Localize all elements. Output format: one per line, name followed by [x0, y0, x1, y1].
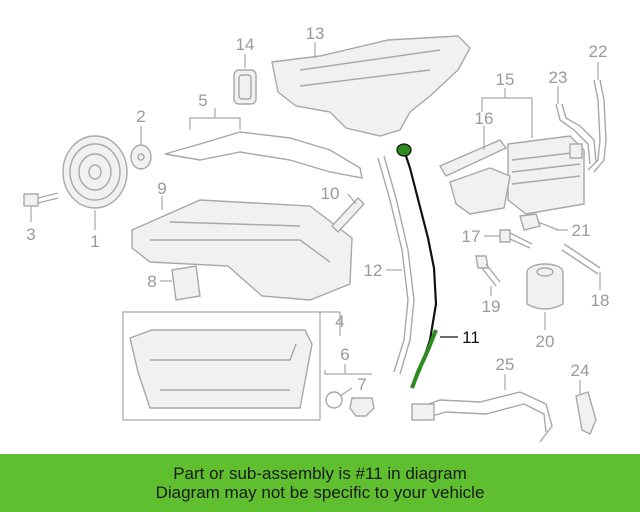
callout-21: 21 — [572, 221, 591, 240]
callout-6: 6 — [340, 345, 349, 364]
part-4-oil-pan-box — [122, 311, 341, 421]
callout-15: 15 — [496, 70, 515, 89]
callout-22: 22 — [589, 42, 608, 61]
callout-10: 10 — [321, 184, 340, 203]
callout-20: 20 — [536, 332, 555, 351]
callout-12: 12 — [364, 261, 383, 280]
part-22-tube — [587, 62, 607, 173]
parts-diagram: 1 2 3 4 5 6 7 8 9 10 11 12 13 14 15 16 1… — [23, 24, 610, 443]
part-16-gasket — [438, 126, 511, 215]
callout-2: 2 — [136, 107, 145, 126]
part-24-sensor — [575, 380, 597, 435]
callout-1: 1 — [90, 232, 99, 251]
callout-8: 8 — [147, 272, 156, 291]
part-8-bracket — [160, 265, 201, 301]
part-21-sensor — [519, 213, 568, 231]
callout-17: 17 — [462, 227, 481, 246]
callout-14: 14 — [236, 35, 255, 54]
banner-line-1: Part or sub-assembly is #11 in diagram — [173, 464, 467, 483]
info-banner: Part or sub-assembly is #11 in diagram D… — [0, 454, 640, 512]
callout-13: 13 — [306, 24, 325, 43]
part-10-sensor — [331, 193, 365, 234]
part-19-bolt — [475, 255, 501, 296]
part-20-oil-filter — [526, 263, 564, 330]
part-18-stud — [561, 243, 601, 290]
callout-23: 23 — [549, 68, 568, 87]
part-15-oil-cooler-group — [481, 88, 585, 215]
callout-7: 7 — [357, 375, 366, 394]
part-2-washer — [130, 126, 152, 170]
callout-5: 5 — [198, 91, 207, 110]
part-11-dipstick — [396, 143, 458, 389]
part-17-bolt — [484, 229, 533, 249]
callout-19: 19 — [482, 297, 501, 316]
callout-11: 11 — [462, 328, 480, 347]
part-6-7-drain-plug — [324, 364, 375, 417]
part-9-upper-oil-pan — [131, 196, 353, 301]
part-25-oil-cooler-lines — [411, 374, 553, 443]
part-23-hose — [555, 86, 597, 165]
part-3-bolt — [23, 192, 59, 222]
callout-9: 9 — [157, 179, 166, 198]
part-12-dipstick-tube — [377, 155, 415, 375]
part-14-gasket — [233, 54, 257, 105]
part-5-gasket — [164, 108, 363, 179]
banner-line-2: Diagram may not be specific to your vehi… — [155, 483, 485, 502]
callout-24: 24 — [571, 361, 590, 380]
callout-3: 3 — [26, 225, 35, 244]
callout-25: 25 — [496, 355, 515, 374]
part-13-intake-manifold — [271, 35, 471, 137]
callout-18: 18 — [591, 291, 610, 310]
part-1-harmonic-balancer — [62, 135, 128, 230]
callout-16: 16 — [475, 109, 494, 128]
callout-4: 4 — [335, 312, 344, 331]
